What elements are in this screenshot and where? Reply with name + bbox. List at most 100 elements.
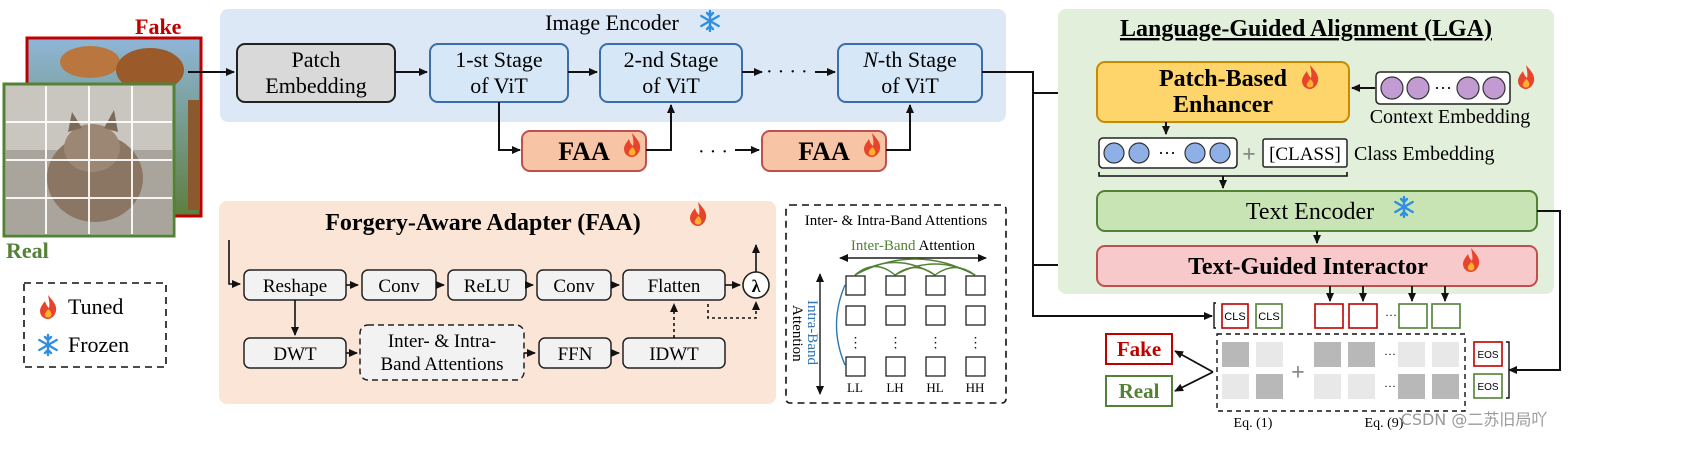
plus-sign: + xyxy=(1242,142,1256,168)
similarity-matrix: + ··· ··· xyxy=(1216,333,1466,412)
svg-text:···: ··· xyxy=(1385,308,1397,322)
svg-text:Real: Real xyxy=(1119,379,1160,403)
eos-token-fake: EOS xyxy=(1473,341,1503,367)
faa-block-1: FAA xyxy=(521,130,647,172)
intra-band-label: Intra-Band xyxy=(804,300,820,365)
eq9-label: Eq. (9) xyxy=(1365,416,1404,431)
band-vdots: ⋮ xyxy=(889,336,903,351)
real-image xyxy=(2,82,176,238)
svg-text:CLS: CLS xyxy=(1224,311,1245,323)
eq1-label: Eq. (1) xyxy=(1234,416,1273,431)
svg-text:LL: LL xyxy=(847,380,863,395)
band-vdots: ⋮ xyxy=(929,336,943,351)
svg-text:LH: LH xyxy=(886,380,903,395)
text-guided-interactor: Text-Guided Interactor xyxy=(1096,245,1538,287)
cls-token-real: CLS xyxy=(1255,303,1283,329)
svg-text:Flatten: Flatten xyxy=(648,276,701,297)
band-cell xyxy=(845,275,866,296)
band-cell xyxy=(925,305,946,326)
svg-text:···: ··· xyxy=(1158,143,1176,163)
svg-text:of ViT: of ViT xyxy=(470,73,528,98)
band-grid: ⋮ ⋮ ⋮ ⋮ xyxy=(845,275,986,377)
svg-text:Conv: Conv xyxy=(378,276,420,297)
band-cell xyxy=(845,305,866,326)
svg-text:CLS: CLS xyxy=(1258,311,1279,323)
faa-ellipsis: · · · xyxy=(698,141,728,163)
fake-label: Fake xyxy=(135,14,182,39)
svg-text:of ViT: of ViT xyxy=(642,73,700,98)
band-cell xyxy=(885,305,906,326)
svg-text:HL: HL xyxy=(926,380,943,395)
ffn-box: FFN xyxy=(538,337,612,369)
band-cell xyxy=(925,356,946,377)
svg-text:Reshape: Reshape xyxy=(263,276,327,297)
svg-text:HH: HH xyxy=(966,380,985,395)
context-embedding-tokens: ··· xyxy=(1375,71,1511,105)
fake-output: Fake xyxy=(1105,333,1173,365)
stage-ellipsis: · · · · xyxy=(766,61,808,83)
svg-text:Patch-Based: Patch-Based xyxy=(1159,66,1288,92)
faa-block-n: FAA xyxy=(761,130,887,172)
svg-text:Band Attentions: Band Attentions xyxy=(381,354,504,375)
band-cell xyxy=(965,305,986,326)
svg-text:Fake: Fake xyxy=(1117,337,1161,361)
vit-stage-n: N-th Stage of ViT xyxy=(837,43,983,103)
svg-text:FAA: FAA xyxy=(798,137,850,166)
out-token-real-2 xyxy=(1431,303,1461,329)
svg-text:Text-Guided Interactor: Text-Guided Interactor xyxy=(1188,254,1428,280)
svg-text:EOS: EOS xyxy=(1477,350,1498,361)
flatten-box: Flatten xyxy=(622,269,726,301)
svg-text:IDWT: IDWT xyxy=(649,344,699,365)
svg-text:of ViT: of ViT xyxy=(881,73,939,98)
svg-text:λ: λ xyxy=(752,276,761,296)
band-vdots: ⋮ xyxy=(969,336,983,351)
lambda-node: λ xyxy=(742,271,770,299)
intra-band-label-rest: Attention xyxy=(789,305,805,362)
band-cell xyxy=(885,275,906,296)
svg-text:···: ··· xyxy=(1384,347,1396,361)
out-token-real-1 xyxy=(1398,303,1428,329)
class-embedding-tokens: ··· xyxy=(1098,137,1238,169)
class-embedding-label: Class Embedding xyxy=(1354,143,1495,165)
real-output: Real xyxy=(1105,375,1173,407)
fire-icon xyxy=(40,295,57,319)
svg-text:···: ··· xyxy=(1384,379,1396,393)
conv-box-2: Conv xyxy=(536,269,612,301)
band-cell xyxy=(925,275,946,296)
vit-stage-1: 1-st Stage of ViT xyxy=(429,43,569,103)
lga-title: Language-Guided Alignment (LGA) xyxy=(1120,16,1492,42)
svg-text:DWT: DWT xyxy=(273,344,317,365)
svg-text:ReLU: ReLU xyxy=(464,276,511,297)
inter-band-arcs xyxy=(854,258,976,276)
band-cell xyxy=(965,356,986,377)
dwt-box: DWT xyxy=(243,337,347,369)
inter-intra-attention-box: Inter- & Intra- Band Attentions xyxy=(359,324,525,381)
svg-text:2-nd Stage: 2-nd Stage xyxy=(624,47,719,72)
band-attention-title: Inter- & Intra-Band Attentions xyxy=(805,213,988,229)
svg-text:Text Encoder: Text Encoder xyxy=(1246,199,1374,225)
image-encoder-title: Image Encoder xyxy=(545,10,679,35)
conv-box-1: Conv xyxy=(361,269,437,301)
eos-token-real: EOS xyxy=(1473,373,1503,399)
cls-token-fake: CLS xyxy=(1221,303,1249,329)
svg-text:N-th Stage: N-th Stage xyxy=(862,47,957,72)
patch-embedding-box: Patch Embedding xyxy=(236,43,396,103)
band-labels: LL LH HL HH xyxy=(847,380,984,395)
svg-text:Patch: Patch xyxy=(292,47,341,72)
real-label: Real xyxy=(6,238,49,263)
reshape-box: Reshape xyxy=(243,269,347,301)
legend-frozen: Frozen xyxy=(68,332,129,357)
inter-band-label: Inter-Band Attention xyxy=(851,238,976,254)
vit-stage-2: 2-nd Stage of ViT xyxy=(599,43,743,103)
out-token-fake-1 xyxy=(1314,303,1344,329)
svg-text:Enhancer: Enhancer xyxy=(1173,92,1273,118)
svg-text:FFN: FFN xyxy=(558,344,593,365)
faa-panel-title: Forgery-Aware Adapter (FAA) xyxy=(325,210,640,236)
svg-text:FAA: FAA xyxy=(558,137,610,166)
band-vdots: ⋮ xyxy=(849,336,863,351)
watermark: CSDN @二苏旧局吖 xyxy=(1401,410,1548,429)
svg-text:[CLASS]: [CLASS] xyxy=(1269,144,1341,165)
svg-text:1-st Stage: 1-st Stage xyxy=(455,47,542,72)
svg-text:Inter- & Intra-: Inter- & Intra- xyxy=(388,331,496,352)
snowflake-icon xyxy=(38,333,58,357)
